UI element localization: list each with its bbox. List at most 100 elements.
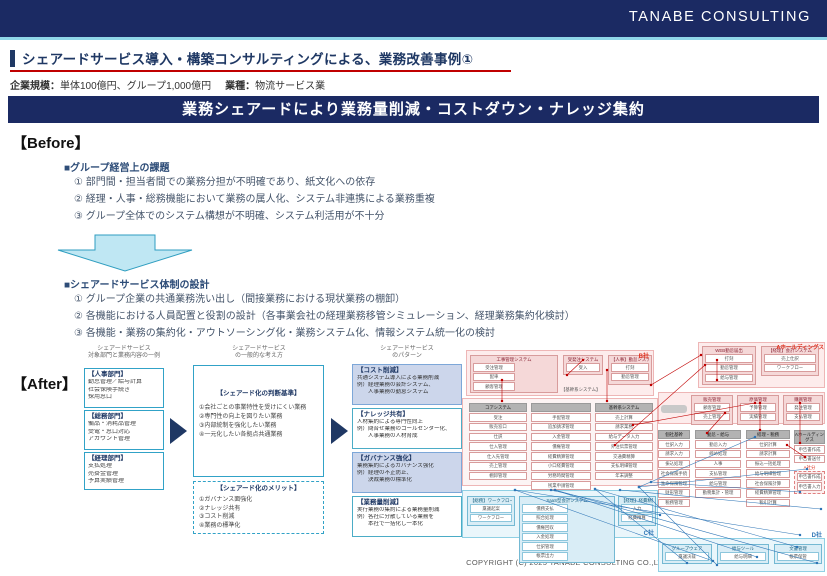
task-cell: 申告書入力 bbox=[797, 482, 822, 491]
dept-item: 売掛金管理 bbox=[88, 470, 119, 477]
side-red-label: A社分 bbox=[803, 464, 816, 470]
design-item: ③ 各機能・業務の集約化・アウトソーシング化・業務システム化、情報システム統一化… bbox=[74, 328, 495, 339]
meta-label-industry: 業種： bbox=[225, 81, 256, 92]
task-cell: 労務時間管理 bbox=[531, 471, 591, 481]
merit-title: 【シェアード化のメリット】 bbox=[216, 485, 301, 492]
task-cell: 残業申請管理 bbox=[531, 481, 591, 491]
task-cell: 売上管理 bbox=[694, 412, 730, 422]
down-arrow-icon bbox=[57, 234, 193, 272]
task-cell: 締め処理 bbox=[695, 449, 741, 459]
pattern-box-volume: 【業務量削減】 実行業務の集約による業務量削減 例）各社に分散している業務を 本… bbox=[352, 496, 462, 537]
task-cell: 支払管理 bbox=[695, 469, 741, 478]
task-cell: 税務管理 bbox=[658, 498, 690, 508]
task-cell: 税引計算 bbox=[746, 498, 790, 508]
meta-label-scale: 企業規模： bbox=[10, 81, 60, 92]
dept-item: 支払処理 bbox=[88, 463, 113, 469]
task-cell: 入力 bbox=[621, 504, 653, 513]
map-b-caption: 【基幹系システム】 bbox=[561, 387, 601, 392]
task-cell: 仕訳管理 bbox=[522, 542, 568, 551]
task-cell: 振込処理 bbox=[658, 459, 690, 469]
task-cell: 受注 bbox=[469, 413, 527, 422]
task-cell: 支払明細管理 bbox=[595, 461, 653, 471]
criteria-title: 【シェアード化の判断基準】 bbox=[216, 390, 301, 397]
system-group: 購買管理 発注管理支払管理 bbox=[783, 395, 823, 425]
system-map-a: WEB勤怠届出 打刻勤怠管理給与管理 【経理】会計システム 売上仕訳ワークフロー… bbox=[658, 342, 825, 575]
task-cell: 受入 bbox=[566, 363, 600, 372]
task-cell: 稟議決裁 bbox=[665, 552, 709, 561]
dept-item: 採用窓口 bbox=[88, 394, 113, 400]
design-item: ① グループ企業の共通業務洗い出し（間接業務における現状業務の棚卸） bbox=[74, 294, 406, 305]
after-col2-header: シェアードサービス の一般的な考え方 bbox=[232, 346, 286, 359]
after-col3-header: シェアードサービス のパターン bbox=[380, 346, 434, 359]
dept-item: 勤怠管理／給与計算 bbox=[88, 379, 143, 385]
task-cell: 勤怠入力 bbox=[695, 440, 741, 449]
system-column: コアシステム 受注販売窓口仕訳仕入管理仕入先管理売上管理棚卸管理 bbox=[469, 403, 527, 481]
merit-item: ③コスト削減 bbox=[199, 514, 235, 520]
task-cell: 給与管理 bbox=[695, 479, 741, 488]
system-group: 原価管理 予算管理実績管理 bbox=[737, 395, 779, 425]
system-group: 【経理】会計システム 売上仕訳ワークフロー bbox=[761, 346, 819, 376]
holding-side-box: Aホールディングス 申告書作成申告書送付 A社分 申告書作成申告書入力 bbox=[794, 430, 825, 495]
task-cell: 経費精算管理 bbox=[531, 452, 591, 461]
system-group: 受発注システム 受入 bbox=[563, 355, 603, 375]
task-cell: 帳票出力 bbox=[522, 551, 568, 561]
task-cell: 社会保険計算 bbox=[746, 479, 790, 488]
task-cell: 棚卸管理 bbox=[469, 471, 527, 481]
task-cell: 経費精算 bbox=[621, 513, 653, 523]
merit-item: ④業務の標準化 bbox=[199, 522, 241, 529]
design-heading: ■シェアードサービス体制の設計 bbox=[64, 280, 210, 291]
right-arrow-icon bbox=[170, 418, 187, 444]
map-b-bottom-band: 【総務】ワークフロー 稟議起案ワークフロー SaaS型会計システム 債務支払照合… bbox=[462, 490, 658, 563]
dept-item: 受電・窓口対応 bbox=[88, 428, 131, 435]
task-cell: 稟議起案 bbox=[470, 504, 512, 513]
merit-item: ②ナレッジ共有 bbox=[199, 505, 241, 512]
pattern-box-cost: 【コスト削減】 共通システム導入による業務削減 例）経理業務の会計システム、 人… bbox=[352, 364, 462, 405]
task-cell: 配車 bbox=[473, 372, 515, 382]
system-group: 工事管理システム 受注管理配車顧客管理 bbox=[470, 355, 558, 393]
task-cell: 給与明細管理 bbox=[746, 469, 790, 478]
criteria-item: ③内部統制を強化したい業務 bbox=[199, 423, 277, 429]
task-cell: 手配管理 bbox=[531, 413, 591, 422]
dept-box-ga: 【総務部門】 備品・消耗品管理受電・窓口対応アカウント管理 bbox=[84, 410, 164, 450]
task-cell: 経費精算管理 bbox=[746, 488, 790, 498]
task-cell: 申告書作成 bbox=[794, 445, 825, 454]
design-list: ① グループ企業の共通業務洗い出し（間接業務における現状業務の棚卸）② 各機能に… bbox=[74, 291, 575, 342]
task-cell: 年末調整 bbox=[595, 471, 653, 481]
system-group: SaaS型会計システム 債務支払照合処理債権回収入金処理仕訳管理帳票出力 bbox=[519, 496, 615, 563]
page-title: シェアードサービス導入・構築コンサルティングによる、業務改善事例① bbox=[22, 52, 474, 67]
before-label: 【Before】 bbox=[12, 135, 90, 152]
task-cell: 支払管理 bbox=[786, 412, 820, 422]
task-cell: 人事 bbox=[695, 459, 741, 469]
map-a-top-band: WEB勤怠届出 打刻勤怠管理給与管理 【経理】会計システム 売上仕訳ワークフロー bbox=[698, 342, 825, 388]
task-cell: 振込一括処理 bbox=[746, 459, 790, 469]
task-cell: 勤務集計・管理 bbox=[695, 488, 741, 498]
system-column: 経理・税務 仕訳計算請求計算振込一括処理給与明細管理社会保険計算経費精算管理税引… bbox=[746, 430, 790, 508]
task-cell: 売上仕訳 bbox=[764, 354, 816, 363]
task-cell: 入金管理 bbox=[531, 432, 591, 442]
company-label-d: D社 bbox=[811, 533, 822, 539]
task-cell: 給与管理 bbox=[705, 373, 753, 383]
system-column: 個社基幹 仕訳入力請求入力振込処理社会保険手続生命保険管理財形管理税務管理 bbox=[658, 430, 690, 508]
criteria-item: ②専門性の向上を図りたい業務 bbox=[199, 414, 283, 420]
system-group: 販売管理 顧客管理売上管理 bbox=[691, 395, 733, 425]
task-cell: 申告書送付 bbox=[794, 454, 825, 464]
task-cell: 債務支払 bbox=[522, 504, 568, 513]
issue-item: ② 経理・人事・総務機能において業務の属人化、システム非連携による業務重複 bbox=[74, 194, 435, 205]
task-cell: 仕訳 bbox=[469, 432, 527, 442]
task-cell: 債権回収 bbox=[522, 523, 568, 532]
task-cell: 小口経費管理 bbox=[531, 461, 591, 471]
system-group: 給与ツール 給与明細 bbox=[717, 544, 769, 564]
task-cell: 仕入先管理 bbox=[469, 452, 527, 461]
task-cell: 仕訳計算 bbox=[746, 440, 790, 449]
system-group: 【経理】経費精算 入力経費精算 bbox=[618, 496, 656, 526]
task-cell: ワークフロー bbox=[764, 363, 816, 373]
task-cell: 予算管理 bbox=[740, 403, 776, 412]
task-cell: 追加請求管理 bbox=[531, 422, 591, 432]
dept-item: アカウント管理 bbox=[88, 436, 131, 442]
merit-item: ①ガバナンス面強化 bbox=[199, 497, 253, 503]
shared-bar bbox=[661, 405, 687, 413]
meta-value-scale: 単体100億円、グループ1,000億円 bbox=[60, 81, 212, 92]
system-group: 【総務】ワークフロー 稟議起案ワークフロー bbox=[467, 496, 515, 526]
dept-box-acct: 【経理部門】 支払処理売掛金管理予算実績管理 bbox=[84, 452, 164, 490]
